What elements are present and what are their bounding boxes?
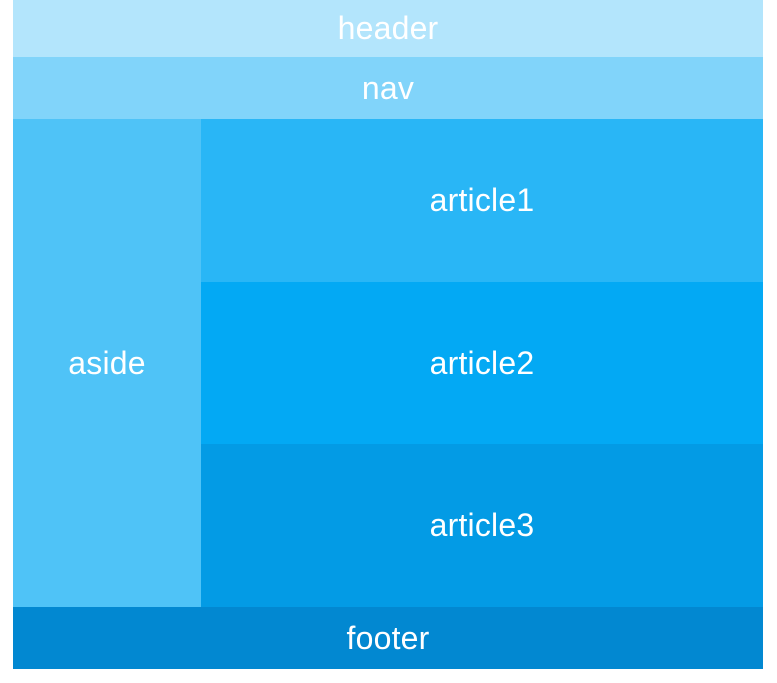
header-label: header (337, 10, 439, 46)
header-region: header (13, 0, 763, 57)
aside-region: aside (13, 119, 201, 607)
page-layout-diagram: header nav aside article1 article2 artic… (13, 0, 763, 669)
article1-region: article1 (201, 119, 763, 282)
nav-label: nav (361, 69, 415, 106)
footer-label: footer (346, 619, 430, 656)
article2-label: article2 (429, 344, 535, 381)
article1-label: article1 (429, 182, 535, 218)
article2-region: article2 (201, 282, 763, 444)
nav-region: nav (13, 57, 763, 119)
article3-label: article3 (429, 507, 535, 543)
aside-label: aside (68, 344, 146, 381)
article3-region: article3 (201, 444, 763, 607)
footer-region: footer (13, 607, 763, 669)
